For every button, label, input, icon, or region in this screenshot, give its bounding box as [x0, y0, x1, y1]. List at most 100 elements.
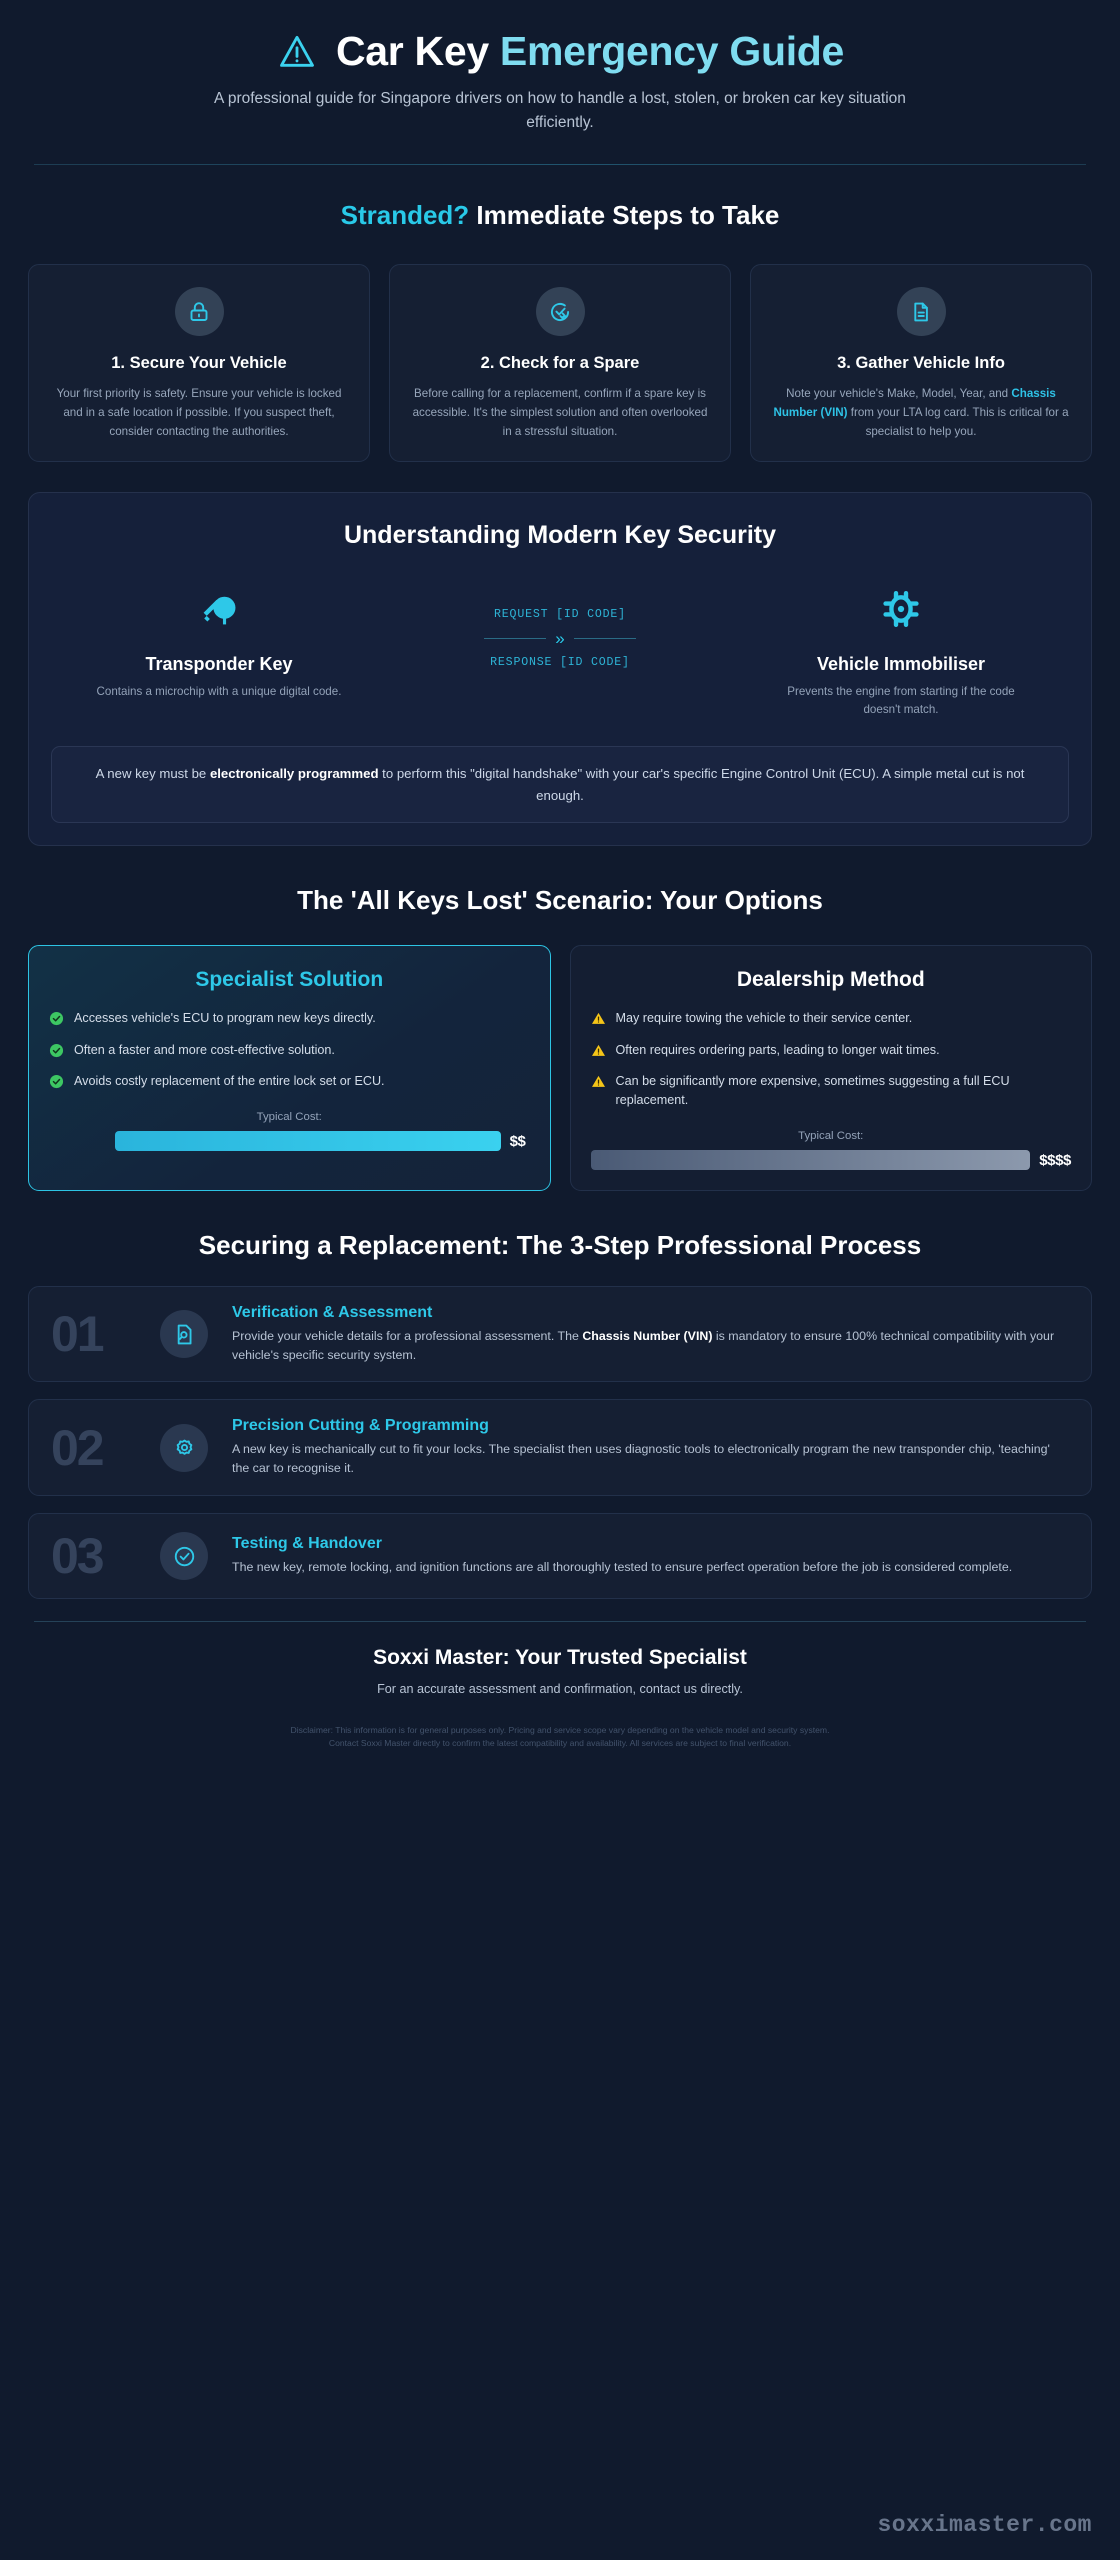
check-circle-outline-icon-badge — [160, 1532, 208, 1581]
options-comparison: Specialist Solution Accesses vehicle's E… — [28, 944, 1092, 1192]
check-circle-icon — [49, 1011, 64, 1025]
specialist-cost-bar — [115, 1131, 501, 1152]
page-title-accent: Emergency Guide — [499, 28, 845, 74]
step-body: Testing & Handover The new key, remote l… — [232, 1535, 1069, 1577]
step-number: 01 — [51, 1306, 105, 1363]
step-title: Testing & Handover — [232, 1535, 382, 1553]
gear-icon — [176, 1439, 192, 1455]
document-icon — [914, 302, 928, 322]
specialist-cost-label: Typical Cost: — [256, 1111, 322, 1124]
footer-subtext: For an accurate assessment and confirmat… — [377, 1682, 743, 1697]
immobiliser-chip-icon-wrap — [733, 580, 1069, 638]
callout-before: A new key must be — [95, 766, 210, 782]
handshake-middle: REQUEST [ID CODE] » RESPONSE [ID CODE] — [387, 574, 733, 669]
key-security-heading: Understanding Modern Key Security — [343, 521, 777, 550]
specialist-cost-row: $$ — [49, 1131, 530, 1152]
header-title-row: Car Key Emergency Guide — [28, 28, 1092, 74]
dealership-method-card: Dealership Method May require towing the… — [569, 944, 1092, 1192]
card-text-highlight: Chassis Number (VIN) — [773, 387, 1056, 419]
immediate-steps-heading-rest: Immediate Steps to Take — [469, 199, 780, 230]
card-text-after: from your LTA log card. This is critical… — [847, 405, 1069, 438]
step-card-secure-vehicle: 1. Secure Your Vehicle Your first priori… — [28, 264, 370, 463]
dealership-bullet-text: Often requires ordering parts, leading t… — [615, 1042, 940, 1057]
warning-triangle-icon — [591, 1076, 605, 1088]
specialist-title: Specialist Solution — [195, 967, 384, 991]
warning-triangle-icon — [280, 35, 314, 67]
step-text: A new key is mechanically cut to fit you… — [232, 1440, 1069, 1478]
document-icon-badge — [896, 287, 946, 337]
response-label: RESPONSE [ID CODE] — [490, 656, 630, 670]
footer-heading: Soxxi Master: Your Trusted Specialist — [373, 1646, 747, 1670]
handshake-line-left — [484, 638, 547, 640]
immediate-steps-cards: 1. Secure Your Vehicle Your first priori… — [28, 264, 1092, 463]
header-divider — [34, 163, 1086, 165]
transponder-key-icon — [203, 597, 236, 625]
process-section: Securing a Replacement: The 3-Step Profe… — [28, 1229, 1092, 1600]
handshake-diagram: Transponder Key Contains a microchip wit… — [51, 574, 1069, 719]
step-body: Verification & Assessment Provide your v… — [232, 1304, 1069, 1365]
footer: Soxxi Master: Your Trusted Specialist Fo… — [28, 1622, 1092, 1751]
step-text: Provide your vehicle details for a profe… — [232, 1327, 1069, 1365]
immobiliser-title: Vehicle Immobiliser — [816, 654, 986, 675]
dealership-bullet-text: May require towing the vehicle to their … — [615, 1010, 913, 1025]
footer-disclaimer: Disclaimer: This information is for gene… — [28, 1724, 1092, 1751]
handshake-line-right — [573, 638, 636, 640]
card-text-before: Note your vehicle's Make, Model, Year, a… — [786, 387, 1012, 401]
process-step-03: 03 Testing & Handover The new key, remot… — [28, 1513, 1092, 1600]
step-card-check-spare: 2. Check for a Spare Before calling for … — [389, 264, 731, 463]
specialist-bullet: Accesses vehicle's ECU to program new ke… — [49, 1009, 530, 1028]
warning-triangle-icon — [591, 1012, 605, 1024]
card-title: 2. Check for a Spare — [480, 354, 640, 373]
transponder-key-icon-wrap — [51, 580, 387, 638]
key-check-circle-icon-badge — [535, 287, 585, 337]
card-title: 3. Gather Vehicle Info — [837, 354, 1005, 373]
dealership-bullet: Often requires ordering parts, leading t… — [591, 1041, 1072, 1060]
document-search-icon-badge — [160, 1310, 208, 1359]
lock-icon — [190, 302, 208, 321]
key-check-circle-icon — [550, 302, 570, 321]
immediate-steps-section: Stranded? Immediate Steps to Take 1. Sec… — [28, 199, 1092, 463]
warning-triangle-icon — [591, 1044, 605, 1056]
specialist-bullet-text: Accesses vehicle's ECU to program new ke… — [74, 1010, 376, 1025]
dealership-bullet: May require towing the vehicle to their … — [591, 1009, 1072, 1028]
options-section: The 'All Keys Lost' Scenario: Your Optio… — [28, 884, 1092, 1192]
immobiliser-chip-icon — [883, 591, 919, 628]
dealership-cost-bar — [590, 1150, 1031, 1171]
handshake-arrow-row: » — [387, 630, 733, 647]
specialist-bullet: Avoids costly replacement of the entire … — [49, 1072, 530, 1091]
document-search-icon — [177, 1324, 191, 1344]
specialist-bullet-text: Often a faster and more cost-effective s… — [74, 1042, 335, 1057]
check-circle-outline-icon — [174, 1546, 194, 1566]
step-number: 03 — [51, 1528, 105, 1585]
disclaimer-line-1: Disclaimer: This information is for gene… — [290, 1725, 830, 1736]
immobiliser-text: Prevents the engine from starting if the… — [787, 685, 1015, 717]
step-text: The new key, remote locking, and ignitio… — [232, 1558, 1069, 1577]
dealership-cost-value: $$$$ — [1039, 1151, 1071, 1169]
step-body: Precision Cutting & Programming A new ke… — [232, 1417, 1069, 1478]
footer-divider — [34, 1621, 1086, 1623]
dealership-cost-row: $$$$ — [590, 1150, 1071, 1171]
callout-after: to perform this "digital handshake" with… — [378, 766, 1025, 803]
page-title: Car Key Emergency Guide — [336, 28, 845, 74]
options-heading: The 'All Keys Lost' Scenario: Your Optio… — [297, 885, 823, 916]
step-title: Verification & Assessment — [232, 1303, 433, 1321]
check-circle-icon — [49, 1043, 64, 1057]
immediate-steps-heading-accent: Stranded? — [340, 199, 470, 230]
watermark: soxximaster.com — [877, 2512, 1092, 2538]
request-label: REQUEST [ID CODE] — [494, 608, 626, 622]
step-title: Precision Cutting & Programming — [232, 1417, 489, 1435]
dealership-bullet: Can be significantly more expensive, som… — [591, 1072, 1072, 1110]
step-card-gather-info: 3. Gather Vehicle Info Note your vehicle… — [750, 264, 1092, 463]
immobiliser-block: Vehicle Immobiliser Prevents the engine … — [733, 574, 1069, 719]
header: Car Key Emergency Guide A professional g… — [28, 0, 1092, 165]
card-text: Your first priority is safety. Ensure yo… — [56, 387, 342, 438]
step-text-before: The new key, remote locking, and ignitio… — [232, 1560, 1013, 1575]
process-step-01: 01 Verification & Assessment Provide you… — [28, 1285, 1092, 1383]
immediate-steps-heading: Stranded? Immediate Steps to Take — [28, 199, 1092, 232]
step-text-bold: Chassis Number (VIN) — [582, 1328, 713, 1343]
specialist-solution-card: Specialist Solution Accesses vehicle's E… — [28, 944, 551, 1192]
disclaimer-line-2: Contact Soxxi Master directly to confirm… — [328, 1738, 792, 1749]
transponder-key-title: Transponder Key — [145, 654, 293, 675]
dealership-bullet-text: Can be significantly more expensive, som… — [615, 1074, 1010, 1108]
